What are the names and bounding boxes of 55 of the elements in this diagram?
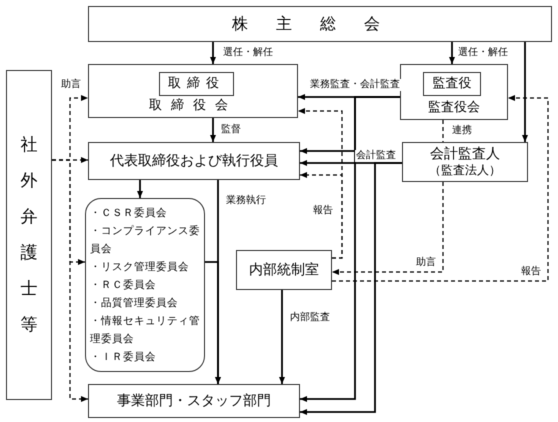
board-box [400, 64, 508, 120]
edge-label: 会計監査 [355, 150, 397, 162]
edge-label: 助言 [60, 79, 82, 91]
box-label: （監査法人） [429, 163, 501, 178]
dashed-arrow [300, 172, 343, 259]
arrow [300, 162, 402, 415]
role-box [423, 72, 481, 96]
list-item: ・情報セキュリティ管理委員会 [89, 314, 201, 347]
box-label: 会計監査人 [430, 146, 500, 164]
edge-label: 連携 [451, 125, 473, 137]
arrow [210, 42, 216, 64]
box-label: 監査役会 [428, 100, 480, 116]
edge-label: 報告 [520, 266, 542, 278]
office-box [236, 250, 332, 290]
box-label: 内部統制室 [249, 262, 319, 278]
list-item: ・リスク管理委員会 [89, 260, 190, 275]
meeting-box [88, 6, 552, 42]
edge-label: 監督 [220, 124, 242, 136]
edge-label: 選任・解任 [457, 47, 509, 59]
arrow [279, 290, 285, 384]
box-label: 株主総会 [232, 14, 408, 34]
edge-label: 報告 [312, 205, 334, 217]
dashed-arrow [332, 95, 549, 282]
list-item: ・ＩＲ委員会 [89, 350, 157, 365]
edge-label: 選任・解任 [222, 47, 274, 59]
edge-label: 業務執行 [225, 195, 267, 207]
board-box [88, 64, 298, 118]
edge-label: 内部監査 [289, 312, 331, 324]
list-item: ・コンプライアンス委員会 [89, 224, 201, 257]
committee-list-box [85, 198, 205, 372]
edge-label: 業務監査・会計監査 [309, 79, 401, 91]
box-label: 取締役 [168, 76, 225, 92]
role-box [159, 72, 234, 96]
auditor-box [402, 142, 528, 182]
box-label: 代表取締役および執行役員 [110, 152, 278, 170]
arrow [210, 118, 216, 142]
arrow [449, 42, 455, 64]
list-item: ・ＣＳＲ委員会 [89, 206, 168, 221]
edge-label: 助言 [415, 257, 437, 269]
box-label: 監査役 [432, 76, 472, 92]
list-item: ・ＲＣ委員会 [89, 278, 157, 293]
box-label: 取締役会 [149, 98, 237, 114]
box-label: 社外弁護士等 [20, 134, 38, 337]
executive-box [88, 142, 300, 180]
arrow [205, 261, 221, 384]
dashed-arrow [332, 182, 444, 275]
department-box [88, 384, 300, 418]
box-label: 事業部門・スタッフ部門 [117, 392, 271, 410]
dashed-line [442, 120, 444, 142]
arrow [137, 180, 143, 198]
list-item: ・品質管理委員会 [89, 296, 179, 311]
arrow [522, 42, 528, 142]
dashed-arrow [52, 159, 88, 402]
advisor-box [6, 70, 52, 400]
arrow [300, 96, 400, 402]
